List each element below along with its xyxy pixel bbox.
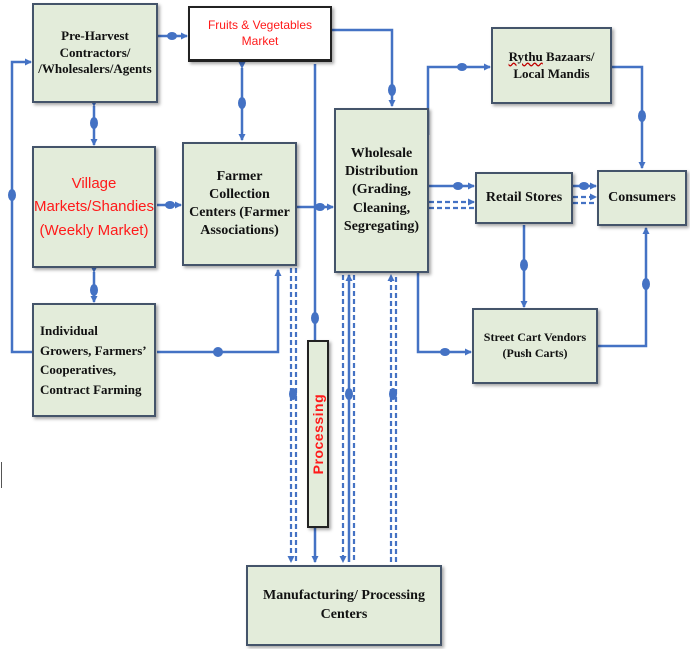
- connector-dot: [238, 97, 246, 109]
- node-label: Manufacturing/ Processing Centers: [263, 588, 425, 622]
- node-rythu-bazaars: Rythu Bazaars/ Local Mandis: [491, 27, 612, 104]
- node-village-markets: Village Markets/Shandies (Weekly Market): [32, 146, 156, 268]
- connector-wholesale-to-street: [416, 273, 472, 356]
- connector-market-to-wholesale: [332, 28, 396, 107]
- connector-dot: [440, 348, 450, 356]
- node-farmer-collection-centers: Farmer Collection Centers (Farmer Associ…: [182, 142, 297, 266]
- node-label: Fruits & Vegetables Market: [207, 17, 313, 48]
- node-individual-growers: Individual Growers, Farmers’ Cooperative…: [32, 303, 156, 417]
- connector-dot: [457, 63, 467, 71]
- connector-dot: [638, 110, 646, 122]
- node-label: Street Cart Vendors (Push Carts): [483, 330, 587, 360]
- node-label: Wholesale Distribution (Grading, Cleanin…: [343, 146, 420, 234]
- connector-growers-to-preharvest: [10, 58, 32, 354]
- node-pre-harvest-contractors: Pre-Harvest Contractors/ /Wholesalers/Ag…: [32, 3, 158, 103]
- node-label-rest: Bazaars/ Local Mandis: [513, 48, 595, 81]
- connector-rythu-to-consumers: [612, 65, 646, 169]
- connector-dot: [345, 388, 353, 400]
- connector-dot: [289, 388, 297, 400]
- connector-dot: [8, 189, 16, 201]
- node-label: Farmer Collection Centers (Farmer Associ…: [189, 168, 290, 239]
- node-fruits-vegetables-market: Fruits & Vegetables Market: [188, 6, 332, 62]
- connector-dot: [389, 388, 397, 400]
- connector-dot: [90, 117, 98, 129]
- node-label: Processing: [309, 393, 326, 475]
- node-wholesale-distribution: Wholesale Distribution (Grading, Cleanin…: [334, 108, 429, 273]
- connector-wholesale-to-rythu: [426, 63, 491, 135]
- connector-dot: [167, 32, 177, 40]
- edge-mark: [1, 462, 2, 488]
- connector-dot: [165, 201, 175, 209]
- node-label: Consumers: [608, 189, 676, 205]
- connector-street-to-consumers: [598, 227, 650, 348]
- node-label-rythu: Rythu: [508, 48, 543, 64]
- node-manufacturing-processing-centers: Manufacturing/ Processing Centers: [246, 565, 442, 646]
- connector-dot: [311, 312, 319, 324]
- node-consumers: Consumers: [597, 170, 687, 226]
- node-label: Individual Growers, Farmers’ Cooperative…: [40, 323, 147, 397]
- connector-dot: [315, 203, 325, 211]
- connector-growers-to-farmer: [157, 269, 282, 354]
- connector-dot: [520, 259, 528, 271]
- connector-dot: [213, 347, 223, 357]
- node-label: Rythu Bazaars/ Local Mandis: [509, 49, 595, 83]
- connector-dot: [90, 284, 98, 296]
- node-label: Retail Stores: [485, 189, 563, 205]
- connector-dot: [579, 182, 589, 190]
- node-processing: Processing: [307, 340, 329, 528]
- node-label: Village Markets/Shandies (Weekly Market): [33, 175, 155, 239]
- node-label: Pre-Harvest Contractors/ /Wholesalers/Ag…: [38, 27, 152, 77]
- connector-dot: [642, 278, 650, 290]
- connector-dot: [453, 182, 463, 190]
- node-retail-stores: Retail Stores: [475, 172, 573, 224]
- node-street-cart-vendors: Street Cart Vendors (Push Carts): [472, 308, 598, 384]
- connector-dot: [388, 84, 396, 96]
